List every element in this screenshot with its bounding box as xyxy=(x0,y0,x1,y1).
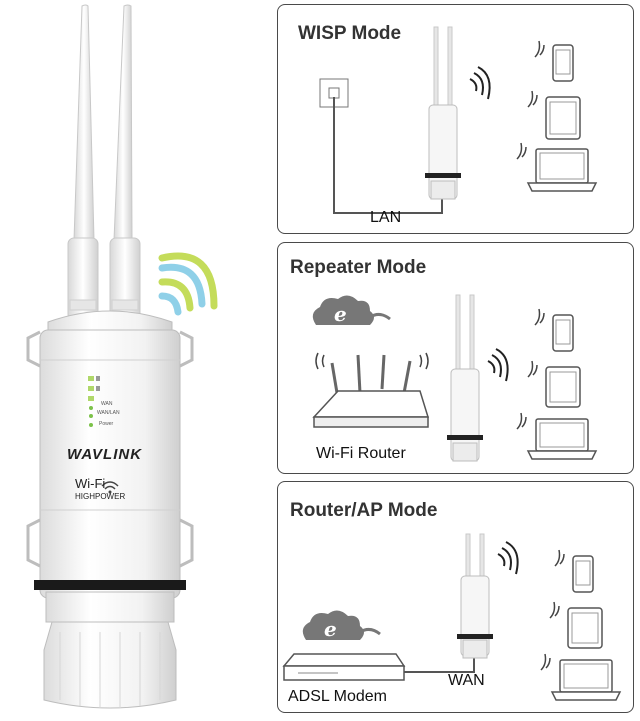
laptop-icon xyxy=(540,653,622,701)
panel-title: WISP Mode xyxy=(298,23,402,44)
access-point-icon xyxy=(457,533,493,659)
wifi-waves-icon xyxy=(469,66,491,100)
panel-title: Router/AP Mode xyxy=(290,500,438,521)
led-label-wan: WAN xyxy=(101,401,113,407)
internet-cloud-icon: e xyxy=(312,295,391,326)
router-ap-mode-diagram: e xyxy=(282,533,622,701)
outdoor-ap-device-icon xyxy=(26,4,218,709)
laptop-icon xyxy=(516,412,598,460)
wisp-mode-diagram xyxy=(319,26,598,214)
internet-cloud-icon: e xyxy=(302,610,381,641)
antenna-right xyxy=(109,4,141,321)
wifi-router-label: Wi-Fi Router xyxy=(316,445,406,462)
smartphone-icon xyxy=(534,308,574,352)
panel-wisp-mode: WISP Mode LAN xyxy=(277,4,634,234)
highpower-label: HIGHPOWER xyxy=(75,492,126,501)
smartphone-icon xyxy=(534,40,574,82)
panel-title: Repeater Mode xyxy=(290,257,427,278)
wifi-signal-waves-icon xyxy=(158,252,218,316)
wifi-router-icon xyxy=(312,352,430,428)
access-point-icon xyxy=(425,26,461,200)
antenna-left xyxy=(67,4,99,321)
panel-router-ap-mode: e xyxy=(277,481,634,713)
adsl-modem-icon xyxy=(282,653,406,681)
product-image: WAN WAN/LAN Power WAVLINK Wi-Fi HIGHPOWE… xyxy=(0,0,270,716)
laptop-icon xyxy=(516,142,598,192)
lan-label: LAN xyxy=(370,209,402,226)
wifi-waves-icon xyxy=(497,541,519,575)
adsl-modem-label: ADSL Modem xyxy=(288,688,387,705)
svg-text:e: e xyxy=(334,302,347,326)
brand-logo: WAVLINK xyxy=(67,446,143,463)
tablet-icon xyxy=(527,360,581,408)
led-label-power: Power xyxy=(99,421,114,427)
svg-text:e: e xyxy=(324,617,337,641)
tablet-icon xyxy=(527,90,581,140)
repeater-mode-diagram: e xyxy=(312,294,598,462)
led-label-wan-lan: WAN/LAN xyxy=(97,410,120,416)
wan-label: WAN xyxy=(448,672,485,689)
access-point-icon xyxy=(447,294,483,462)
wifi-waves-icon xyxy=(487,348,509,382)
panel-repeater-mode: e xyxy=(277,242,634,474)
wifi-logo: Wi-Fi xyxy=(75,476,106,491)
tablet-icon xyxy=(549,601,603,649)
smartphone-icon xyxy=(554,549,594,593)
